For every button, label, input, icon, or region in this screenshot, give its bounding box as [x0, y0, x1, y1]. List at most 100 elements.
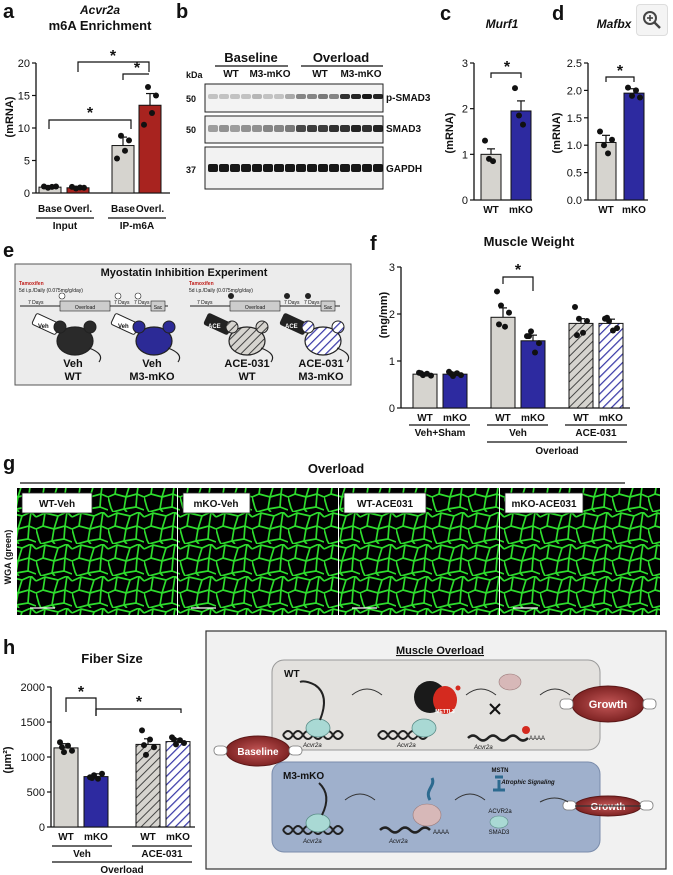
- panel-c-title: Murf1: [486, 17, 519, 31]
- panel-label-e: e: [3, 240, 14, 262]
- data-point: [57, 739, 63, 746]
- tamoxifen-label: Tamoxifen: [189, 281, 214, 287]
- injection-marker: [114, 292, 122, 300]
- days-label: 7 Days: [134, 300, 150, 306]
- polya-tail: AAAA: [433, 830, 449, 836]
- y-tick-label: 0.5: [567, 168, 582, 180]
- gene-label: Acvr2a: [302, 743, 322, 749]
- data-point: [153, 92, 159, 99]
- category-label: mKO: [599, 413, 623, 424]
- injection-marker: [284, 293, 290, 299]
- group-name: ACE-031: [298, 358, 343, 370]
- band: [274, 94, 284, 99]
- gene-label: Acvr2a: [302, 839, 322, 845]
- data-point: [633, 87, 639, 94]
- micrograph-label: WT-ACE031: [357, 499, 414, 510]
- protein-label: GAPDH: [386, 164, 422, 175]
- category-label: mKO: [166, 832, 190, 843]
- tamoxifen-label: Tamoxifen: [19, 281, 44, 287]
- data-point: [572, 303, 578, 310]
- band: [373, 94, 383, 99]
- group-label: Veh: [509, 428, 527, 439]
- days-label: 7 Days: [304, 300, 320, 306]
- syringe-label: Veh: [38, 324, 49, 330]
- atrophic-label: Atrophic Signaling: [500, 780, 555, 786]
- data-point: [89, 775, 95, 781]
- data-point: [494, 288, 500, 295]
- polymerase: [305, 813, 331, 833]
- flow-arrow: [465, 688, 497, 696]
- group-genotype: M3-mKO: [129, 371, 175, 383]
- band: [208, 164, 218, 172]
- bar: [412, 373, 438, 409]
- band: [274, 164, 284, 172]
- data-point: [498, 302, 504, 309]
- sig-star: *: [110, 48, 117, 65]
- data-point: [580, 329, 586, 336]
- sig-bracket: [77, 61, 150, 72]
- bar: [490, 316, 516, 409]
- sac-label: Sac: [324, 305, 333, 311]
- tendon: [288, 745, 303, 756]
- data-point: [428, 372, 434, 379]
- syringe-label: ACE: [208, 324, 221, 330]
- injection-marker: [305, 293, 311, 299]
- growth-label: Growth: [591, 802, 626, 813]
- band: [263, 125, 273, 132]
- lane-label: M3-mKO: [249, 69, 290, 80]
- band: [219, 94, 229, 99]
- mouse-tail-icon: [167, 347, 181, 363]
- data-point: [597, 128, 603, 135]
- micrograph-label-box: [182, 492, 251, 514]
- data-point: [625, 84, 631, 91]
- band: [373, 125, 383, 132]
- panel-a: a Acvr2a m6A Enrichment (mRNA) 05101520 …: [3, 1, 170, 232]
- group-label: ACE-031: [575, 428, 617, 439]
- tendon: [213, 745, 228, 756]
- panel-a-ylabel: (mRNA): [4, 96, 16, 137]
- mstn-label: MSTN: [492, 768, 509, 774]
- mouse-ear-icon: [53, 320, 67, 334]
- m3-label: M3-mKO: [283, 771, 324, 782]
- data-point: [576, 315, 582, 322]
- overload-label: Overload: [245, 305, 266, 311]
- group-label: ACE-031: [141, 849, 183, 860]
- panel-c-ylabel: (mRNA): [444, 112, 456, 153]
- data-point: [95, 775, 101, 782]
- panel-e: e Myostatin Inhibition Experiment Tamoxi…: [3, 240, 352, 386]
- data-point: [637, 94, 643, 101]
- category-label: WT: [598, 205, 614, 216]
- growth-label: Growth: [589, 699, 628, 711]
- micrograph-label: WT-Veh: [39, 499, 75, 510]
- m6a-mark: [455, 685, 461, 691]
- category-label: WT: [140, 832, 156, 843]
- category-label: mKO: [84, 832, 108, 843]
- band: [329, 164, 339, 172]
- category-label: WT: [58, 832, 74, 843]
- mouse-body-icon: [56, 326, 94, 356]
- data-point: [448, 370, 454, 377]
- band: [252, 125, 262, 132]
- band: [307, 125, 317, 132]
- data-point: [528, 328, 534, 335]
- data-point: [526, 333, 532, 340]
- zoom-button[interactable]: [636, 4, 668, 36]
- mrna-strand: [318, 782, 328, 816]
- band: [263, 94, 273, 99]
- group-label: Veh+Sham: [415, 428, 466, 439]
- lane-label: M3-mKO: [340, 69, 381, 80]
- group-genotype: WT: [64, 371, 81, 383]
- y-tick-label: 0.0: [567, 195, 582, 207]
- category-label: Base: [111, 204, 135, 215]
- data-point: [99, 770, 105, 777]
- days-label: 7 Days: [28, 300, 44, 306]
- mettl3-protein: [433, 686, 457, 714]
- marker-label: 50: [186, 125, 196, 135]
- y-tick-label: 0: [389, 403, 395, 415]
- tendon: [562, 800, 577, 811]
- panel-label-d: d: [552, 3, 564, 25]
- sig-star: *: [87, 105, 94, 122]
